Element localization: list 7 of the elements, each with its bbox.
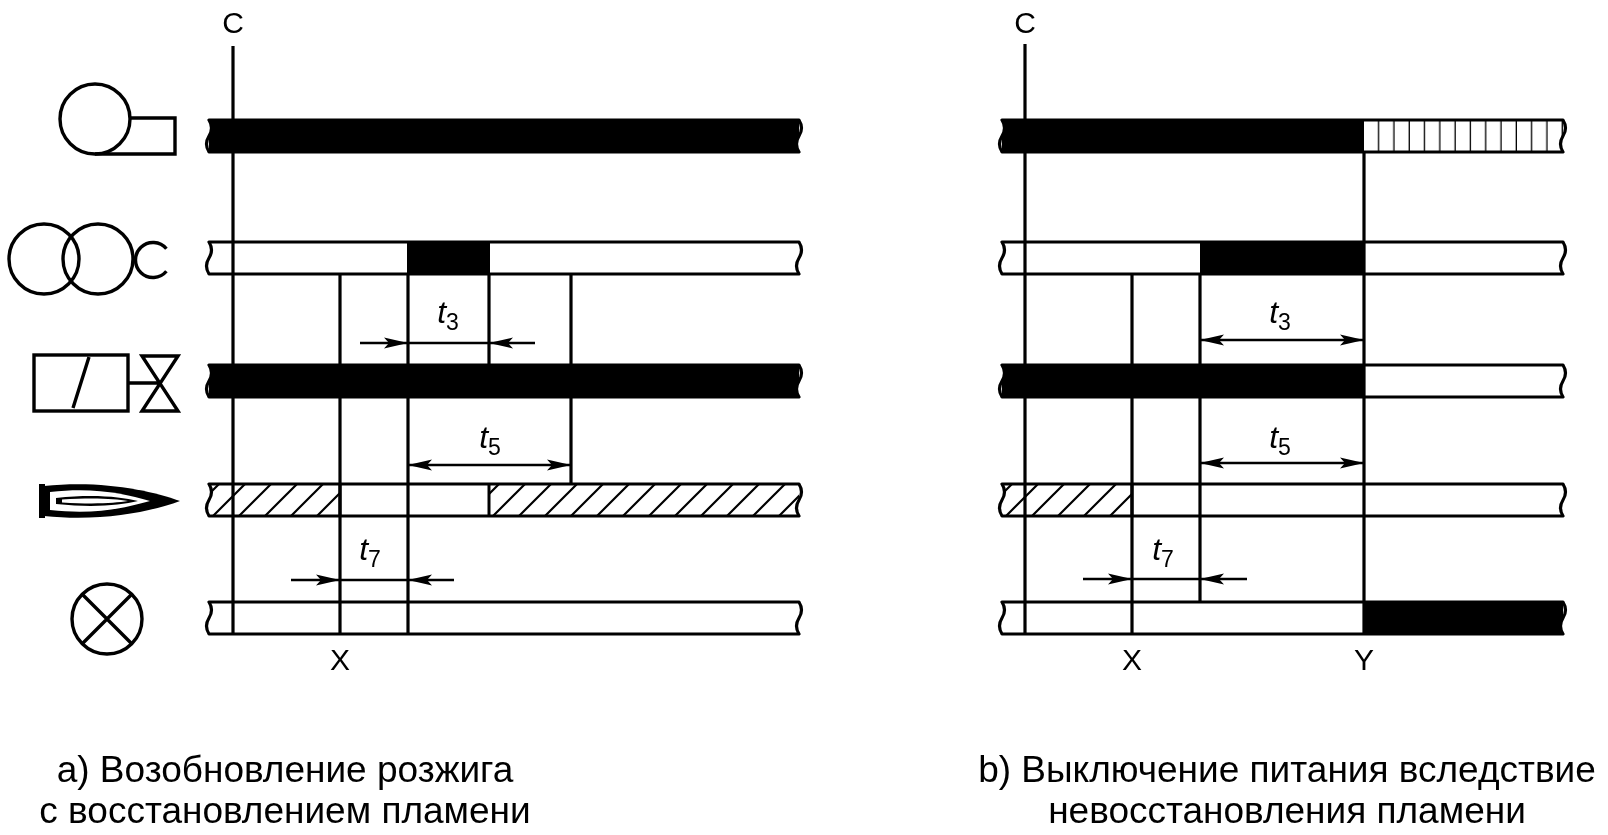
time-point-label: X	[330, 642, 350, 676]
time-point-label: C	[222, 5, 244, 39]
time-point-label: X	[1122, 642, 1142, 676]
figure-caption: a) Возобновление розжига с восстановлением пламени	[39, 749, 531, 831]
figure-caption: b) Выключение питания вследствие невосстановления пламени	[978, 749, 1596, 831]
time-point-label: C	[1014, 5, 1036, 39]
time-point-label: Y	[1354, 642, 1374, 676]
